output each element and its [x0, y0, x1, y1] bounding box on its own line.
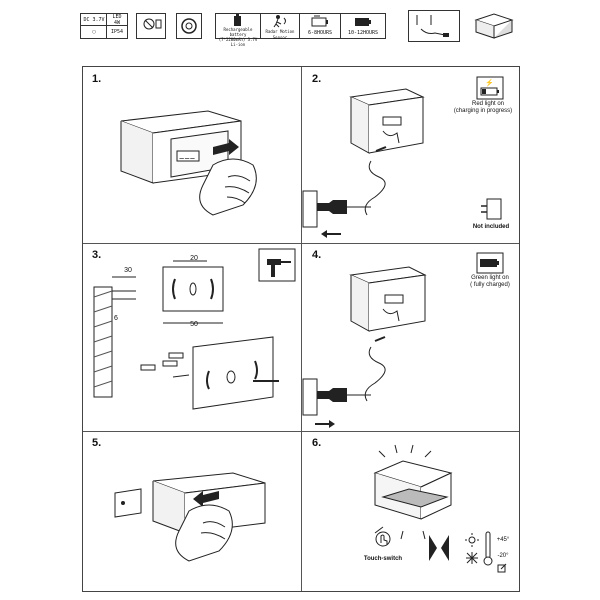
drill-icon: [258, 248, 296, 282]
green-light-label: Green light on: [471, 275, 509, 281]
spec-ip: IP54: [106, 25, 128, 39]
bulb-icon: [136, 13, 166, 39]
step-2-illustration: [302, 88, 425, 238]
sun-icon: [465, 533, 479, 547]
run-time-spec: 10-12HOURS: [340, 13, 386, 39]
grid-divider-vertical: [301, 67, 302, 591]
temp-low: -20°: [497, 553, 509, 559]
light-direction-icon: [429, 535, 449, 561]
step-5-illustration: [114, 472, 266, 562]
touch-icon: [375, 531, 391, 547]
charge-time-spec: 6-8HOURS: [299, 13, 341, 39]
fully-charged-label: ( fully charged): [470, 282, 510, 288]
not-included-label: Not included: [472, 224, 510, 230]
step-6-number: 6.: [312, 437, 322, 449]
package-contents-icon: [408, 10, 460, 42]
instruction-grid: 1. ⚊⚊⚊ 2. ⚡ Red light on (charging in pr…: [82, 66, 520, 592]
step-3-wall-section: [93, 276, 136, 398]
snowflake-icon: [466, 552, 478, 564]
step-4-illustration: [302, 266, 427, 428]
edit-icon: [497, 563, 507, 573]
step-4-number: 4.: [312, 249, 322, 261]
step-5-number: 5.: [92, 437, 102, 449]
step-3-plate-screws: [140, 336, 279, 410]
battery-spec: Rechargeable battery (7*2200mAh) 3.7V Li…: [215, 13, 261, 47]
battery-charging-icon: ⚡: [476, 76, 504, 100]
red-light-label: Red light on: [471, 101, 505, 107]
touch-switch-icon: [176, 13, 202, 39]
battery-full-icon: [476, 252, 504, 274]
wall-plug-icon: [481, 198, 502, 220]
thermometer-icon: [483, 531, 493, 566]
spec-led: LED 4W: [106, 13, 128, 27]
dim-side: 6: [114, 315, 118, 322]
step-1-illustration: ⚊⚊⚊: [120, 110, 257, 216]
grid-divider-2: [83, 431, 519, 432]
temp-high: +45°: [496, 537, 510, 543]
svg-text:⚡: ⚡: [485, 78, 494, 87]
dim-30-top: 30: [124, 267, 132, 274]
step-2-number: 2.: [312, 73, 322, 85]
dim-20: 20: [190, 255, 198, 262]
step-1-number: 1.: [92, 73, 102, 85]
step-6-illustration: [373, 444, 453, 540]
charging-label: (charging in progress): [453, 108, 513, 114]
step-3-bracket: [162, 260, 224, 324]
dim-50: 50: [190, 321, 198, 328]
grid-divider-1: [83, 243, 519, 244]
touch-switch-label: Touch-switch: [363, 556, 403, 562]
svg-text:⚊⚊⚊: ⚊⚊⚊: [179, 155, 195, 161]
product-thumbnail: [472, 10, 516, 40]
radar-sensor-spec: Radar Motion Sensor: [260, 13, 300, 40]
step-3-number: 3.: [92, 249, 102, 261]
spec-class-icon: ▢: [80, 25, 108, 39]
